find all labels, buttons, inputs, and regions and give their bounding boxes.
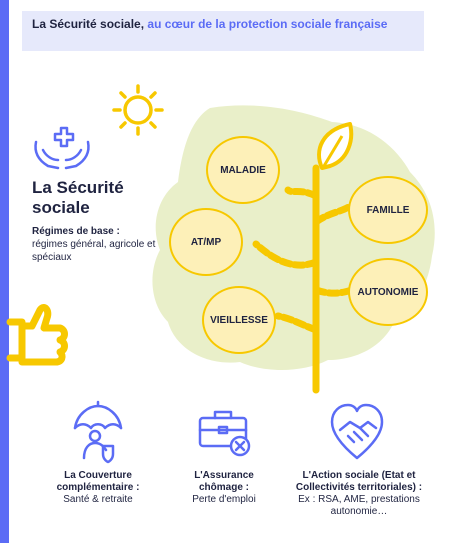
bottom-item-desc: Ex : RSA, AME, prestations autonomie… — [298, 494, 420, 517]
tree-trunk — [252, 164, 356, 394]
bottom-item-chomage: L'Assurance chômage : Perte d'emploi — [172, 470, 276, 506]
bottom-item-action-sociale: L'Action sociale (Etat et Collectivités … — [284, 470, 434, 518]
left-description: régimes général, agricole et spéciaux — [32, 239, 156, 263]
bubble-autonomie: AUTONOMIE — [348, 258, 428, 326]
bottom-item-title: L'Action sociale (Etat et Collectivités … — [295, 470, 423, 493]
bottom-item-desc: Santé & retraite — [63, 494, 133, 505]
bubble-maladie: MALADIE — [206, 136, 280, 204]
bottom-item-title: La Couverture complémentaire : — [56, 470, 140, 493]
leaf-icon — [317, 122, 354, 170]
left-accent-bar — [0, 0, 9, 543]
bottom-item-desc: Perte d'emploi — [192, 494, 256, 505]
heart-handshake-icon — [330, 403, 384, 460]
bubble-famille: FAMILLE — [348, 176, 428, 244]
header-title-accent: au cœur de la protection sociale françai… — [147, 17, 388, 31]
left-subtitle: Régimes de base : — [32, 226, 120, 237]
header-title: La Sécurité sociale, — [32, 17, 145, 31]
bubble-atmp: AT/MP — [169, 208, 243, 276]
bottom-item-couverture: La Couverture complémentaire : Santé & r… — [46, 470, 150, 506]
header-banner: La Sécurité sociale, au cœur de la prote… — [22, 11, 424, 51]
hands-cross-icon — [34, 126, 90, 170]
briefcase-cross-icon — [198, 410, 251, 457]
bottom-item-title: L'Assurance chômage : — [194, 470, 254, 493]
thumbs-up-icon — [6, 304, 68, 366]
bubble-vieillesse: VIEILLESSE — [202, 286, 276, 354]
sun-icon — [112, 84, 164, 136]
left-title: La Sécurité sociale — [32, 178, 124, 217]
umbrella-person-icon — [73, 400, 123, 464]
